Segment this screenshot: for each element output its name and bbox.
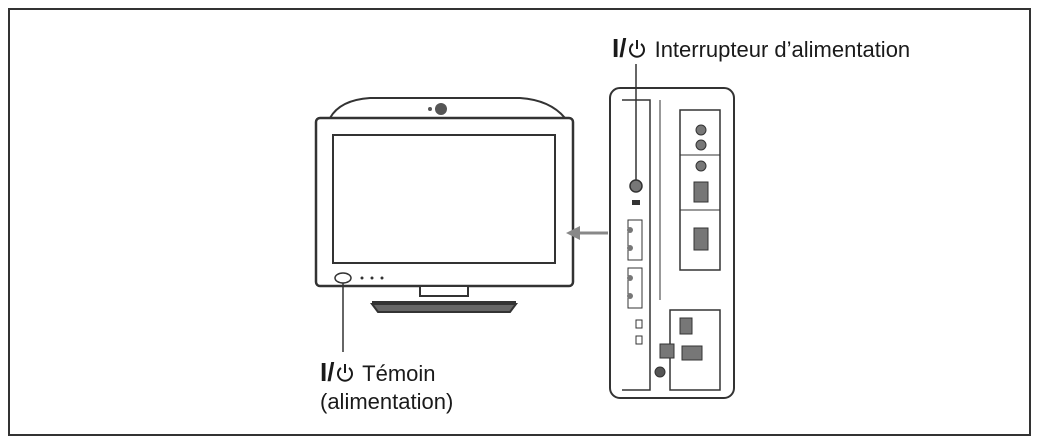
monitor-neck xyxy=(419,285,469,297)
indicator-callout: I/ Témoin (alimentation) xyxy=(320,358,453,416)
camera-housing xyxy=(328,97,568,119)
power-icon xyxy=(629,40,646,58)
power-switch-symbol: I/ xyxy=(612,33,627,63)
indicator-symbol: I/ xyxy=(320,357,335,387)
monitor-base xyxy=(370,303,518,313)
power-indicator-led xyxy=(334,272,352,284)
power-switch-button xyxy=(629,179,643,193)
power-icon xyxy=(337,364,354,382)
monitor-screen xyxy=(332,134,556,264)
indicator-label: Témoin xyxy=(362,361,436,386)
power-switch-callout: I/ Interrupteur d’alimentation xyxy=(612,34,910,64)
camera-lens xyxy=(435,103,447,115)
power-switch-label: Interrupteur d’alimentation xyxy=(654,37,911,62)
indicator-sublabel: (alimentation) xyxy=(320,389,454,414)
